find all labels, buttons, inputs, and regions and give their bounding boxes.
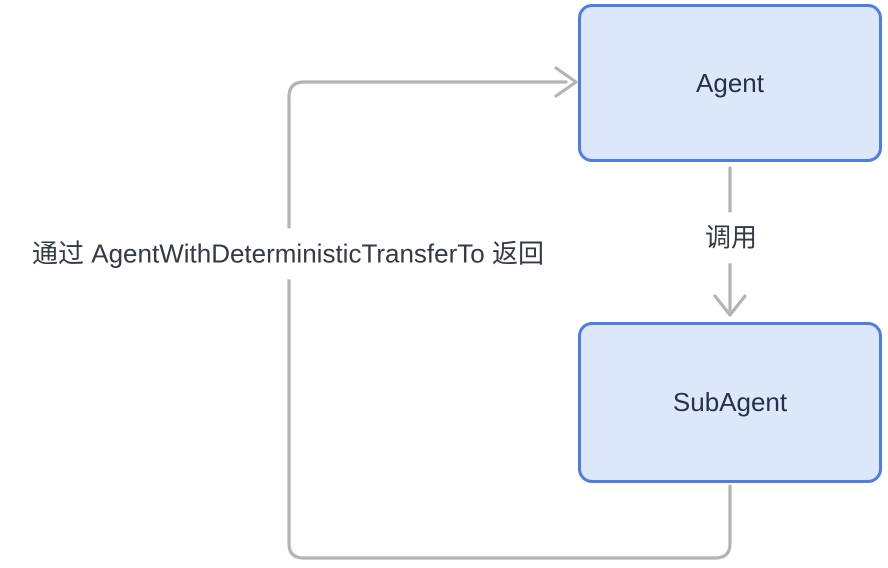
return-arrowhead-icon <box>554 66 578 98</box>
call-edge-label: 调用 <box>698 212 764 264</box>
call-arrowhead-icon <box>713 294 747 317</box>
subagent-node: SubAgent <box>578 322 882 483</box>
agent-node: Agent <box>578 4 882 162</box>
return-edge-path <box>287 80 732 560</box>
subagent-node-label: SubAgent <box>672 387 788 417</box>
return-edge-label: 通过 AgentWithDeterministicTransferTo 返回 <box>26 228 550 280</box>
agent-node-label: Agent <box>696 67 764 98</box>
